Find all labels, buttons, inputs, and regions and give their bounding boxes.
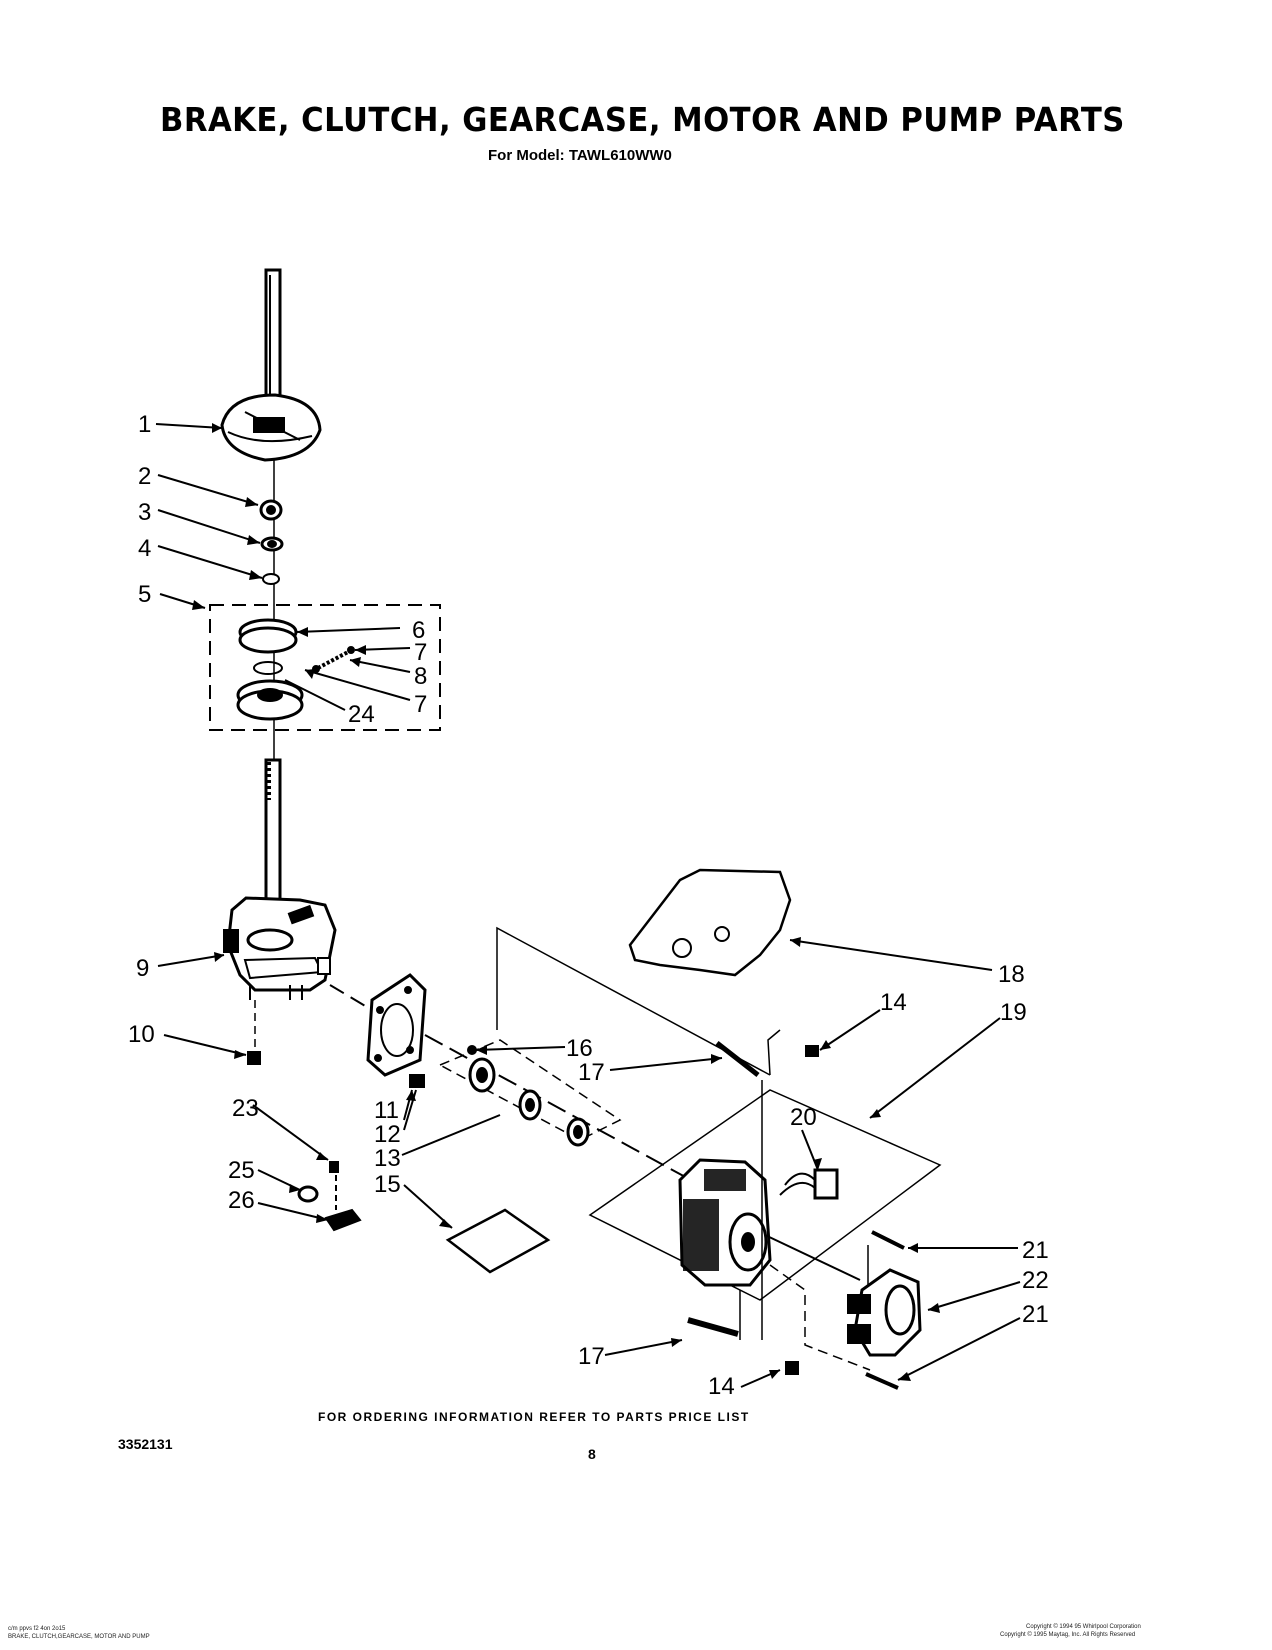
part-14-screw [805, 1045, 819, 1057]
fine-print-right-2: Copyright © 1995 Maytag, Inc. All Rights… [1000, 1632, 1136, 1638]
callout-20: 20 [790, 1104, 817, 1131]
callout-numbers: 1 2 3 4 5 6 7 8 7 24 9 10 11 12 13 15 16… [128, 411, 1049, 1400]
part-5-brake-assembly-box [209, 604, 441, 731]
callout-18: 18 [998, 961, 1025, 988]
callout-22: 22 [1022, 1267, 1049, 1294]
callout-11: 11 [374, 1097, 399, 1124]
callout-10: 10 [128, 1021, 155, 1048]
part-16-washer [467, 1045, 477, 1055]
part-22-pump [847, 1268, 922, 1357]
fine-print-left-1: c/m ppvs f2 4on 2o15 [8, 1626, 66, 1632]
ordering-info-note: FOR ORDERING INFORMATION REFER TO PARTS … [318, 1410, 750, 1424]
callout-26: 26 [228, 1187, 255, 1214]
part-13-seal [518, 1089, 542, 1121]
part-11-pump-cover [366, 973, 427, 1077]
callout-23: 23 [232, 1095, 259, 1122]
part-24-brake-disc [236, 661, 304, 721]
part-2-nut [259, 499, 283, 521]
callout-21-upper: 21 [1022, 1237, 1049, 1264]
part-15-gasket [445, 1208, 551, 1274]
callout-17-upper: 17 [578, 1059, 605, 1086]
fine-print-right-1: Copyright © 1994 95 Whirlpool Corporatio… [1026, 1624, 1141, 1630]
part-17-clip [715, 1041, 760, 1077]
callout-7-lower: 7 [414, 691, 427, 718]
part-14-lower-screw [785, 1361, 799, 1375]
part-9-gearcase [223, 896, 337, 1000]
part-23-screw [329, 1161, 339, 1210]
part-4-washer [262, 573, 280, 585]
part-18-motor-shield [628, 868, 792, 977]
part-6-brake-ring [238, 618, 298, 654]
callout-24: 24 [348, 701, 375, 728]
callout-5: 5 [138, 581, 151, 608]
part-20-switch [779, 1168, 839, 1200]
page-number: 8 [588, 1446, 596, 1462]
callout-25: 25 [228, 1157, 255, 1184]
callout-17-lower: 17 [578, 1343, 605, 1370]
callout-14-upper: 14 [880, 989, 907, 1016]
callout-15: 15 [374, 1171, 401, 1198]
part-25-spacer [297, 1185, 319, 1203]
part-8-spring [312, 646, 355, 673]
part-26-clip [324, 1208, 362, 1232]
part-13-impeller [468, 1057, 496, 1093]
part-3-washer [260, 536, 284, 552]
callout-2: 2 [138, 463, 151, 490]
mounting-bracket-outline [496, 926, 771, 1076]
callout-1: 1 [138, 411, 151, 438]
fine-print-left-2: BRAKE, CLUTCH,GEARCASE, MOTOR AND PUMP [8, 1634, 150, 1640]
callout-4: 4 [138, 535, 151, 562]
callout-19: 19 [1000, 999, 1027, 1026]
callout-3: 3 [138, 499, 151, 526]
part-21-clip-lower [865, 1372, 899, 1390]
callout-arrowheads [192, 423, 940, 1381]
callout-7-upper: 7 [414, 639, 427, 666]
part-10-bolt [247, 1000, 261, 1065]
part-12-screw [409, 1074, 425, 1088]
part-13-bearing [566, 1117, 590, 1147]
callout-9: 9 [136, 955, 149, 982]
callout-21-lower: 21 [1022, 1301, 1049, 1328]
callout-14-lower: 14 [708, 1373, 735, 1400]
callout-16: 16 [566, 1035, 593, 1062]
callout-13: 13 [374, 1145, 401, 1172]
part-17-lower-clip [687, 1317, 739, 1337]
callout-6: 6 [412, 617, 425, 644]
model-subtitle: For Model: TAWL610WW0 [488, 147, 672, 164]
document-number: 3352131 [118, 1436, 173, 1452]
callout-12: 12 [374, 1121, 401, 1148]
callout-leaders [155, 423, 1021, 1388]
callout-8: 8 [414, 663, 427, 690]
part-21-clip-upper [871, 1230, 905, 1250]
part-1-brake-cam [220, 393, 322, 462]
part-19-motor [678, 1158, 772, 1287]
page-title: BRAKE, CLUTCH, GEARCASE, MOTOR AND PUMP … [160, 100, 1125, 139]
